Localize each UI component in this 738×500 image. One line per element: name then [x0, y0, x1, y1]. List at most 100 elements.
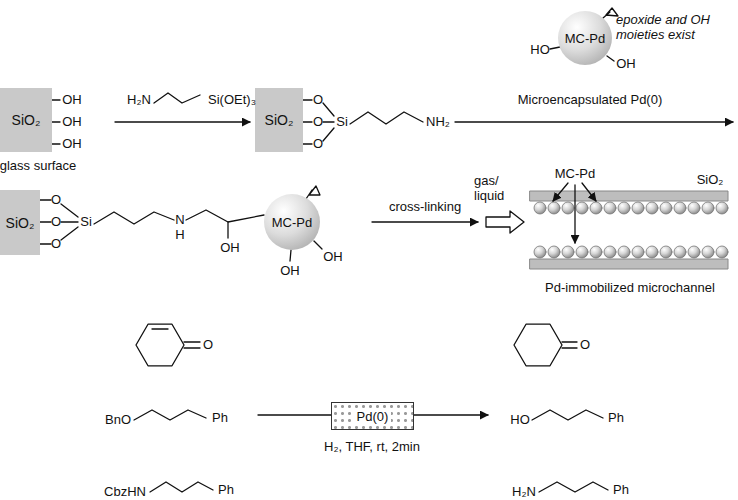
group-label: Ph [218, 483, 234, 498]
glass-slab: SiO₂ [0, 190, 40, 255]
node-text: MC-Pd [565, 31, 605, 46]
atom-label: O [203, 338, 213, 353]
propyl-chain [539, 482, 608, 492]
atom-label: O [313, 115, 323, 130]
atom-label: OH [62, 115, 82, 130]
group-label: Si(OEt)₃ [208, 93, 256, 108]
atom-label: OH [323, 250, 343, 265]
propyl-chain [350, 112, 423, 124]
atom-label: NH₂ [426, 115, 450, 130]
atom-label: O [580, 338, 590, 353]
catalyst-bead [534, 246, 546, 258]
catalyst-bead [702, 202, 714, 214]
catalyst-bead [548, 246, 560, 258]
atom-label: H [175, 228, 184, 243]
propyl-chain [150, 482, 213, 492]
node-text: Pd(0) [354, 409, 392, 424]
catalyst-bead [618, 246, 630, 258]
atom-label: O [51, 193, 61, 208]
caption-label: Pd-immobilized microchannel [545, 281, 715, 296]
node-text: MC-Pd [272, 215, 312, 230]
reaction-arrow [414, 414, 488, 415]
catalyst-beads [534, 202, 728, 258]
propyl-chain [94, 212, 174, 224]
surface-bonds [52, 100, 60, 144]
material-label: SiO₂ [697, 173, 724, 188]
catalyst-bead [688, 246, 700, 258]
catalyst-bead [590, 202, 602, 214]
catalyst-bead [562, 246, 574, 258]
catalyst-bead [534, 202, 546, 214]
node-text: SiO₂ [265, 112, 294, 128]
catalyst-bead [562, 202, 574, 214]
atom-label: O [51, 237, 61, 252]
group-label: H₂N [512, 485, 536, 500]
flow-arrow [486, 211, 524, 233]
group-label: BnO [105, 413, 131, 428]
group-label: CbzHN [104, 485, 146, 500]
catalyst-bead [590, 246, 602, 258]
flow-label: gas/ liquid [474, 174, 514, 204]
microcapsule-sphere: MC-Pd [558, 11, 612, 65]
catalyst-bead [646, 246, 658, 258]
group-label: Ph [613, 483, 629, 498]
callout-label: MC-Pd [555, 167, 595, 182]
reaction-arrow [258, 414, 331, 415]
catalyst-bead [618, 202, 630, 214]
atom-label: OH [220, 241, 240, 256]
catalyst-bead [674, 202, 686, 214]
glass-slab: SiO₂ [255, 88, 303, 152]
cyclohexanone [514, 324, 577, 366]
caption-label: glass surface [0, 159, 76, 174]
atom-label: OH [616, 57, 636, 72]
cyclohexenone [136, 324, 200, 366]
catalyst-bead [674, 246, 686, 258]
propyl-chain [532, 410, 603, 420]
propyl-chain [134, 410, 206, 420]
atom-label: OH [280, 264, 300, 279]
hydroxyl-bond [227, 222, 228, 238]
glass-plate [530, 259, 728, 269]
catalyst-bead [604, 202, 616, 214]
node-text: SiO₂ [12, 112, 41, 128]
linker-chain [186, 210, 264, 222]
atom-label: Si [336, 115, 348, 130]
atom-label: OH [62, 93, 82, 108]
catalyst-bead [716, 202, 728, 214]
catalyst-bead [660, 202, 672, 214]
catalyst-bead [548, 202, 560, 214]
glass-slab: SiO₂ [0, 88, 52, 152]
propyl-chain [154, 93, 200, 103]
catalyst-bead [632, 246, 644, 258]
reaction-arrow [455, 121, 733, 122]
atom-label: OH [62, 137, 82, 152]
group-label: Ph [212, 411, 228, 426]
atom-label: H₂N [127, 93, 151, 108]
flow-reactor: Pd(0) [331, 402, 414, 430]
leader-arrow [553, 183, 568, 201]
atom-label: O [313, 93, 323, 108]
atom-label: HO [530, 43, 550, 58]
catalyst-bead [576, 246, 588, 258]
catalyst-bead [604, 246, 616, 258]
catalyst-bead [576, 202, 588, 214]
microcapsule-sphere: MC-Pd [264, 194, 320, 250]
condition-label: cross-linking [389, 200, 461, 215]
leader-arrow [574, 185, 575, 243]
atom-label: Si [80, 215, 92, 230]
catalyst-bead [716, 246, 728, 258]
reaction-arrow [115, 121, 250, 122]
group-label: Ph [608, 411, 624, 426]
atom-label: O [51, 215, 61, 230]
catalyst-bead [632, 202, 644, 214]
atom-label: O [313, 137, 323, 152]
group-label: HO [510, 413, 530, 428]
catalyst-bead [688, 202, 700, 214]
reaction-arrow [372, 221, 478, 222]
leader-arrow [582, 183, 596, 201]
catalyst-bead [660, 246, 672, 258]
note-label: epoxide and OH moieties exist [616, 13, 728, 43]
node-text: SiO₂ [6, 215, 35, 231]
catalyst-bead [702, 246, 714, 258]
